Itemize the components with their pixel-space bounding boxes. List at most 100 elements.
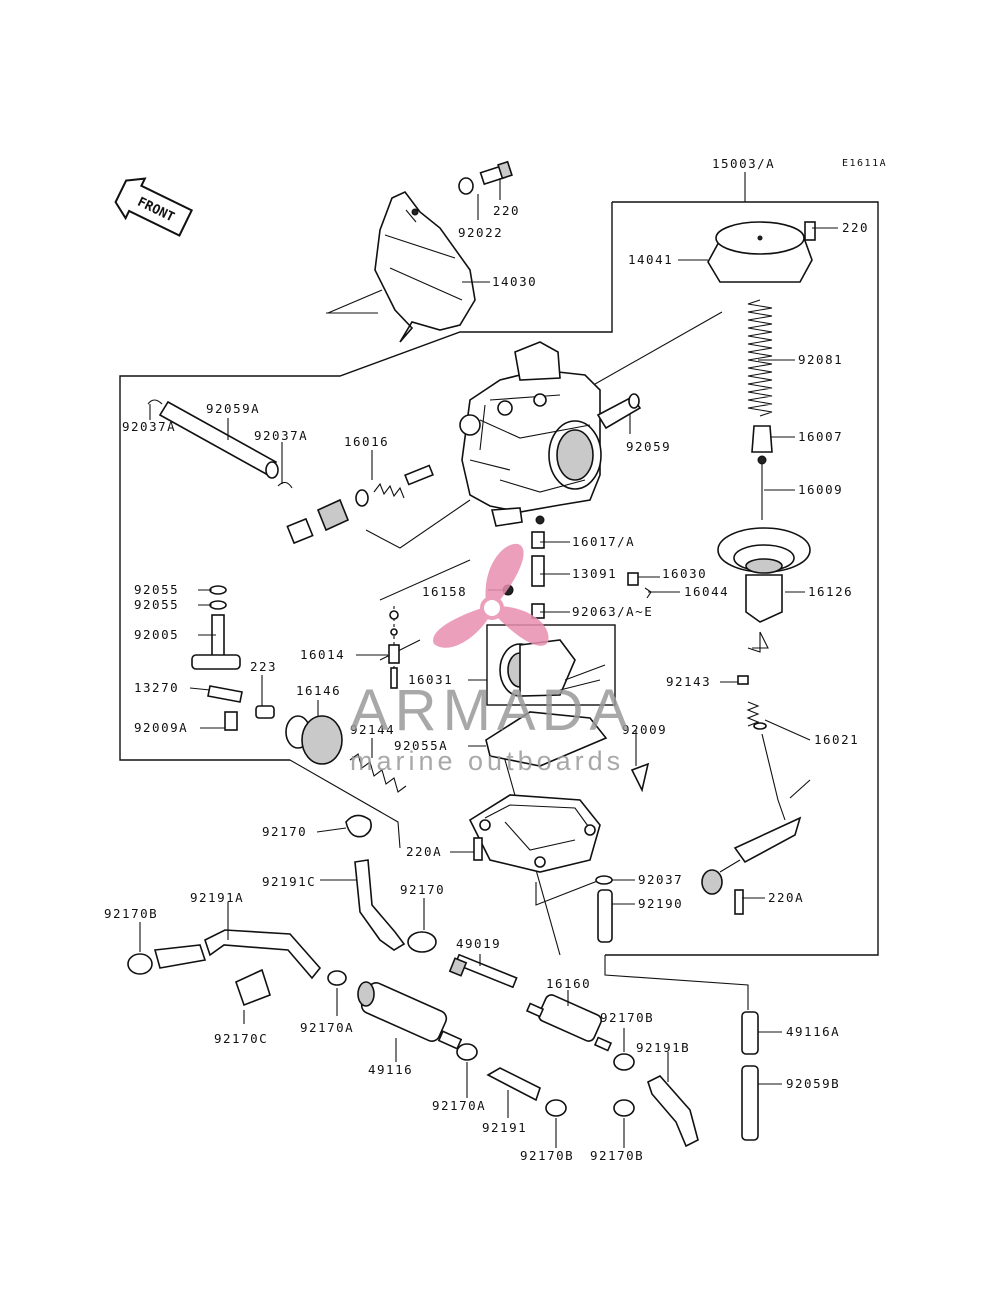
label-92170-a: 92170 [262, 824, 307, 839]
label-16044: 16044 [684, 584, 729, 599]
label-220A-right: 220A [768, 890, 804, 905]
hose-holder [235, 968, 271, 1007]
hose-clamp [345, 814, 372, 838]
drain-tube [597, 889, 613, 943]
label-92190: 92190 [638, 896, 683, 911]
clamp-right [277, 481, 293, 489]
drain-screw [630, 762, 650, 793]
fuel-pump [357, 981, 463, 1050]
o-ring-1 [209, 585, 227, 595]
label-16016: 16016 [344, 434, 389, 449]
pilot-jet [531, 531, 545, 549]
plate [644, 587, 652, 599]
label-92037A-left: 92037A [122, 419, 176, 434]
armada-watermark: ARMADA marine outboards [350, 543, 628, 776]
carburetor-body-frame [119, 202, 613, 761]
label-49116A: 49116A [786, 1024, 840, 1039]
clip [627, 572, 639, 586]
label-92055-2: 92055 [134, 597, 179, 612]
label-15003A: 15003/A [712, 156, 775, 171]
label-16021: 16021 [814, 732, 859, 747]
throttle-stop-assembly [701, 701, 802, 895]
label-92170B-4: 92170B [590, 1148, 644, 1163]
label-92055-1: 92055 [134, 582, 179, 597]
pump-bolt [448, 953, 518, 989]
label-16014: 16014 [300, 647, 345, 662]
u-hose [647, 1075, 699, 1148]
label-92170A-1: 92170A [300, 1020, 354, 1035]
clamp-92170a [327, 970, 347, 986]
label-92191: 92191 [482, 1120, 527, 1135]
pilot-screw-set [388, 606, 400, 690]
float-bowl [468, 794, 601, 873]
throttle-valve-frame [486, 624, 616, 706]
label-16007: 16007 [798, 429, 843, 444]
o-ring-2 [209, 600, 227, 610]
label-92191C: 92191C [262, 874, 316, 889]
label-92005: 92005 [134, 627, 179, 642]
front-arrow-icon: FRONT [114, 177, 194, 237]
clamp-92170a-2 [456, 1043, 478, 1061]
label-49116: 49116 [368, 1062, 413, 1077]
label-92170-b: 92170 [400, 882, 445, 897]
starter-plunger [286, 464, 434, 545]
needle-jet [531, 555, 545, 587]
diagram-id: E1611A [842, 158, 887, 169]
diaphragm-spring [747, 299, 773, 417]
label-92143: 92143 [666, 674, 711, 689]
label-92170B-1: 92170B [104, 906, 158, 921]
clamp-92170b-4 [613, 1099, 635, 1117]
carburetor-body [459, 341, 602, 527]
label-16031: 16031 [408, 672, 453, 687]
label-14041: 14041 [628, 252, 673, 267]
label-92022: 92022 [458, 225, 503, 240]
breather-tube [158, 400, 279, 479]
label-92059A: 92059A [206, 401, 260, 416]
throttle-valve [499, 639, 606, 697]
fuel-fitting [191, 614, 241, 670]
jet-needle [757, 455, 767, 520]
label-13091: 13091 [572, 566, 617, 581]
label-92063: 92063/A~E [572, 604, 653, 619]
float-bowl-gasket [485, 711, 608, 767]
propeller-logo-icon [433, 543, 549, 648]
label-220-top: 220 [842, 220, 869, 235]
label-16126: 16126 [808, 584, 853, 599]
label-92170B-3: 92170B [520, 1148, 574, 1163]
fuel-filter [525, 994, 613, 1052]
label-220-cover: 220 [493, 203, 520, 218]
label-92191B: 92191B [636, 1040, 690, 1055]
drain-filter [741, 1011, 759, 1055]
vent-tube [596, 393, 642, 430]
main-jet [531, 603, 545, 619]
label-92059B: 92059B [786, 1076, 840, 1091]
label-14030: 14030 [492, 274, 537, 289]
fuel-hose [486, 1067, 541, 1102]
label-16030: 16030 [662, 566, 707, 581]
screw [224, 711, 238, 731]
label-92144: 92144 [350, 722, 395, 737]
elbow-hose [354, 859, 406, 951]
label-223: 223 [250, 659, 277, 674]
bracket [207, 685, 243, 703]
vacuum-piston-diaphragm [717, 527, 811, 649]
watermark-tagline: marine outboards [350, 746, 624, 776]
screw-223 [255, 705, 275, 719]
label-92170B-2: 92170B [600, 1010, 654, 1025]
cable-screw [734, 889, 744, 915]
label-92059: 92059 [626, 439, 671, 454]
needle-holder [751, 425, 773, 453]
pump-cover [285, 715, 343, 765]
label-16160: 16160 [546, 976, 591, 991]
clamp-92170b-2 [613, 1053, 635, 1071]
label-92037: 92037 [638, 872, 683, 887]
label-92170A-2: 92170A [432, 1098, 486, 1113]
nut [737, 675, 749, 685]
drain-hose [741, 1065, 759, 1141]
label-92037A-right: 92037A [254, 428, 308, 443]
label-16017A: 16017/A [572, 534, 635, 549]
hose-clip [595, 875, 613, 885]
fuel-hose-a [153, 929, 322, 980]
label-92009: 92009 [622, 722, 667, 737]
